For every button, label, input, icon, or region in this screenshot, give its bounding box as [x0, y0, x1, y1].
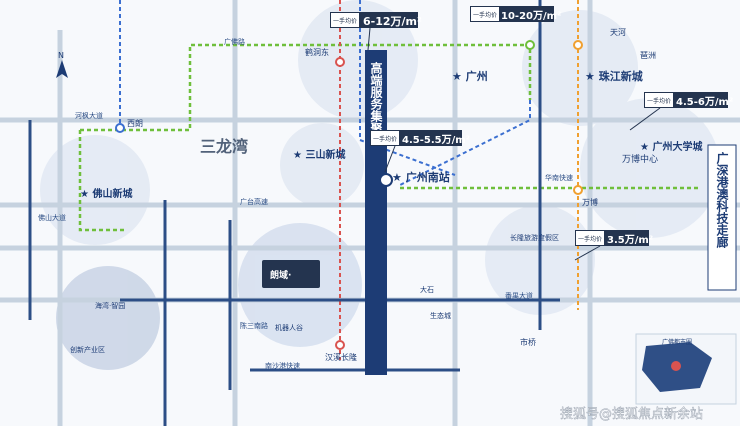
price-4-leader [384, 145, 396, 173]
north-arrow-shape [56, 60, 68, 78]
project-box [262, 260, 320, 288]
price-2-value: 10-20万/m² [501, 10, 561, 22]
label-zhiyuan: 海湾·智园 [95, 301, 125, 310]
label-chuangxin: 创新产业区 [70, 345, 105, 354]
price-3-tagbg [645, 93, 673, 107]
price-3-leader [629, 107, 661, 131]
station-dot-nanzhan [379, 173, 393, 187]
label-tianhe: 天河 [610, 27, 626, 37]
road-label-nansha: 南沙港快速 [265, 361, 300, 370]
station-dot-hedong [335, 57, 345, 67]
station-dots [115, 40, 583, 350]
label-pazhou: 琶洲 [640, 51, 656, 60]
shenzhen-corridor-label: 广深港澳科技走廊 [715, 151, 729, 249]
station-label-wanbo: 万博 [582, 197, 598, 207]
circle-sanshan [280, 123, 364, 207]
station-label-hanxi: 汉溪长隆 [325, 352, 357, 362]
price-callout-5: 一手均价 3.5万/m² [574, 230, 653, 261]
station-dot-south [335, 340, 345, 350]
road-label-panyu: 番禺大道 [505, 291, 533, 300]
road-label-guangfo: 广佛路 [224, 37, 245, 46]
area-zhujiang: ★ 珠江新城 [585, 69, 643, 83]
watermark: 搜狐号@搜狐焦点新余站 [560, 406, 703, 422]
label-shengtai: 生态城 [430, 311, 451, 320]
circle-zhujiang [522, 10, 638, 126]
inset-minimap: 广佛都市圈 [635, 333, 737, 405]
area-sanlongwan: 三龙湾 [200, 137, 248, 156]
project-name: 朗域· [270, 269, 291, 281]
price-5-value: 3.5万/m² [607, 234, 653, 246]
area-nanzhan: ★ 广州南站 [392, 170, 450, 184]
circle-chuangxin [56, 266, 160, 370]
price-1-value: 6-12万/m² [363, 15, 422, 28]
metro-blue-1 [359, 0, 456, 176]
station-label-xilang: 西朗 [127, 118, 143, 128]
inset-marker [671, 361, 681, 371]
road-label-guangtai: 广台高速 [240, 197, 268, 206]
price-callout-3: 一手均价 4.5-6万/m² [629, 92, 733, 131]
price-callout-1: 一手均价 6-12万/m² [330, 12, 422, 51]
price-1-tag: 一手均价 [333, 17, 357, 25]
price-4-tagbg [371, 131, 399, 145]
label-shiqi: 市桥 [520, 337, 536, 347]
road-label-foshanavenue: 佛山大道 [38, 213, 66, 222]
price-5-tag: 一手均价 [578, 235, 602, 243]
price-2-tagbg [471, 7, 499, 21]
inset-title: 广佛都市圈 [662, 338, 692, 346]
label-dashi: 大石 [420, 285, 434, 294]
circle-foshan [40, 135, 150, 245]
station-dot-green [525, 40, 535, 50]
green-line-west [78, 130, 125, 232]
price-callout-2: 一手均价 10-20万/m² [470, 6, 561, 22]
road-label-chenshan: 陈三南路 [240, 321, 268, 330]
circle-guangzhou [298, 0, 418, 120]
area-daxuecheng: ★ 广州大学城 [640, 140, 702, 153]
green-line-north [80, 43, 532, 132]
price-3-tag: 一手均价 [647, 97, 671, 105]
road-label-huanan: 华南快速 [545, 173, 573, 182]
station-dot-wanbo [573, 185, 583, 195]
road-label-hefeng: 河枫大道 [75, 111, 103, 120]
price-2-tag: 一手均价 [473, 11, 497, 19]
station-dot-orange [573, 40, 583, 50]
blue-roads [28, 0, 560, 426]
area-sanshan: ★ 三山新城 [293, 148, 345, 161]
price-1-leader [367, 27, 371, 51]
price-1-tagbg [331, 13, 359, 27]
price-5-leader [574, 245, 601, 261]
shenzhen-corridor-box [707, 144, 737, 291]
station-dot-xilang [115, 123, 125, 133]
price-4-value: 4.5-5.5万/m² [402, 134, 470, 146]
area-guangzhou: ★ 广州 [452, 69, 488, 83]
green-ring [78, 43, 700, 232]
north-arrow-letter: N [58, 51, 64, 60]
price-4-tag: 一手均价 [373, 135, 397, 143]
corridor-label: 高端服务集聚轴 [369, 61, 383, 147]
price-5-tagbg [576, 231, 604, 245]
price-callout-4: 一手均价 4.5-5.5万/m² [370, 130, 470, 173]
north-arrow-icon: N [56, 51, 68, 78]
label-changlong: 长隆旅游度假区 [510, 233, 559, 242]
station-label-hedong: 鹤洞东 [305, 47, 329, 57]
price-3-value: 4.5-6万/m² [676, 96, 733, 108]
area-wanbo: 万博中心 [622, 153, 658, 165]
label-jiqiren: 机器人谷 [275, 323, 303, 332]
area-foshan: ★ 佛山新城 [80, 187, 132, 200]
